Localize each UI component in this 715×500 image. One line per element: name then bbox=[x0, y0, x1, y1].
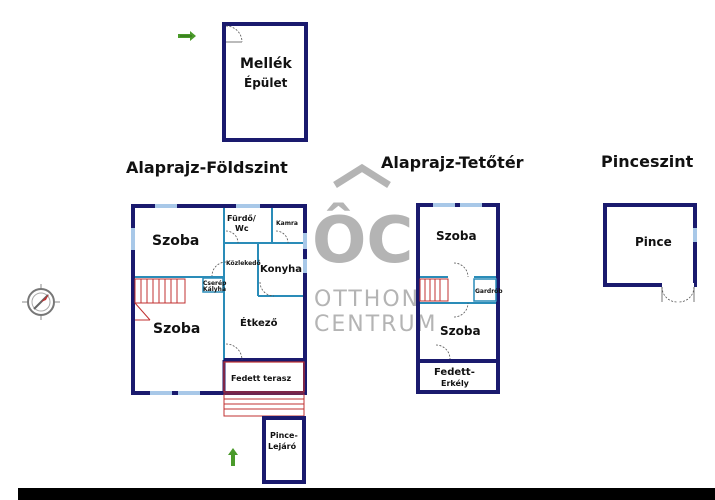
outbuilding: Mellék Épület bbox=[222, 22, 308, 142]
bottom-bar bbox=[18, 488, 715, 500]
watermark-logo-text: ÔC bbox=[312, 202, 413, 278]
attic-erkely-2: Erkély bbox=[441, 378, 470, 388]
room-cserep-2: Kályha bbox=[203, 286, 226, 293]
room-furdo-2: Wc bbox=[235, 224, 249, 233]
basement-pince: Pince bbox=[635, 235, 672, 249]
room-kozlekedo: Közlekedő bbox=[226, 260, 261, 267]
watermark-line-2: CENTRUM bbox=[314, 312, 438, 337]
room-kamra: Kamra bbox=[276, 220, 298, 227]
room-szoba-top: Szoba bbox=[152, 233, 199, 249]
title-basement: Pinceszint bbox=[601, 152, 694, 171]
watermark-line-1: OTTHON bbox=[314, 287, 420, 312]
attic-szoba-top: Szoba bbox=[436, 229, 477, 243]
compass-icon bbox=[22, 284, 60, 320]
north-arrow-icon bbox=[178, 31, 196, 41]
attic-gardrob: Gardrób bbox=[475, 288, 503, 295]
room-cserep-1: Cserép bbox=[203, 280, 227, 287]
room-szoba-bottom: Szoba bbox=[153, 321, 200, 337]
room-pince-lejaro-1: Pince- bbox=[270, 431, 298, 440]
room-furdo-1: Fürdő/ bbox=[227, 214, 256, 223]
ground-floor-plan: Szoba Szoba Fürdő/ Wc Kamra Közlekedő Ko… bbox=[131, 204, 307, 484]
outbuilding-label-1: Mellék bbox=[240, 56, 293, 72]
attic-erkely-1: Fedett- bbox=[434, 367, 475, 378]
outbuilding-label-2: Épület bbox=[244, 75, 288, 90]
room-konyha: Konyha bbox=[260, 264, 302, 275]
title-attic: Alaprajz-Tetőtér bbox=[381, 153, 524, 172]
watermark-logo: ÔC OTTHON CENTRUM bbox=[312, 163, 438, 337]
entrance-arrow-icon bbox=[228, 448, 238, 466]
room-pince-lejaro-2: Lejáró bbox=[268, 441, 297, 451]
room-terasz: Fedett terasz bbox=[231, 374, 292, 383]
attic-szoba-bottom: Szoba bbox=[440, 324, 481, 338]
room-etkezo: Étkező bbox=[240, 316, 278, 329]
attic-plan: Szoba Gardrób Szoba Fedett- Erkély bbox=[416, 203, 503, 394]
basement-plan: Pince bbox=[603, 203, 697, 303]
title-ground-floor: Alaprajz-Földszint bbox=[126, 158, 288, 177]
